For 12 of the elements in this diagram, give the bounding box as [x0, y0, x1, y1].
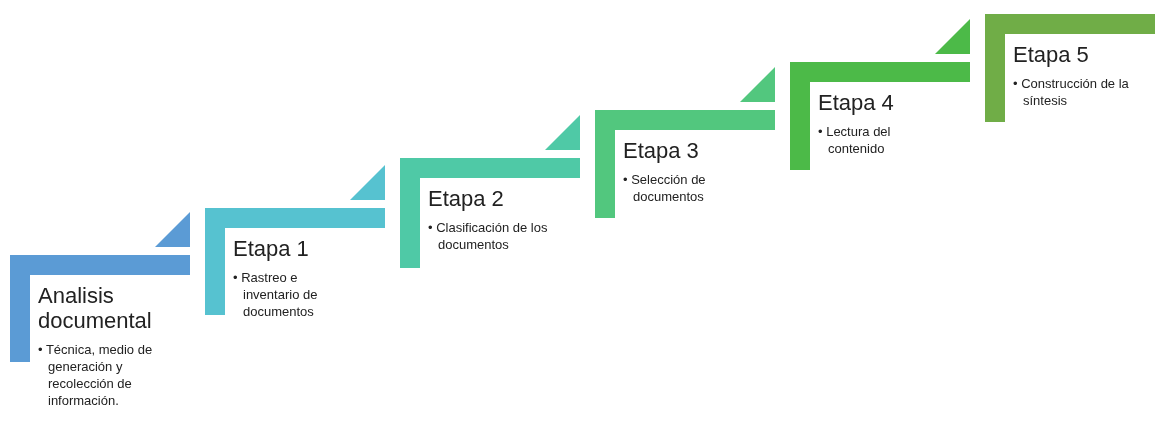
bullet-text: • Rastreo e inventario de documentos [233, 269, 319, 320]
bullet-text: • Selección de documentos [623, 171, 707, 205]
step-heading: Etapa 1 [233, 236, 310, 261]
bullet-text: • Clasificación de los documentos [428, 219, 549, 253]
step-heading: Etapa 2 [428, 186, 505, 211]
step-heading: Etapa 3 [623, 138, 700, 163]
step-heading: Etapa 4 [818, 90, 895, 115]
bullet-text: • Construcción de la síntesis [1013, 75, 1130, 109]
bullet-text: • Lectura del contenido [818, 123, 892, 157]
step-heading: Analisis documental [38, 283, 153, 333]
bullet-text: • Técnica, medio de generación y recolección de información. [38, 341, 154, 409]
step-heading: Etapa 5 [1013, 42, 1090, 67]
